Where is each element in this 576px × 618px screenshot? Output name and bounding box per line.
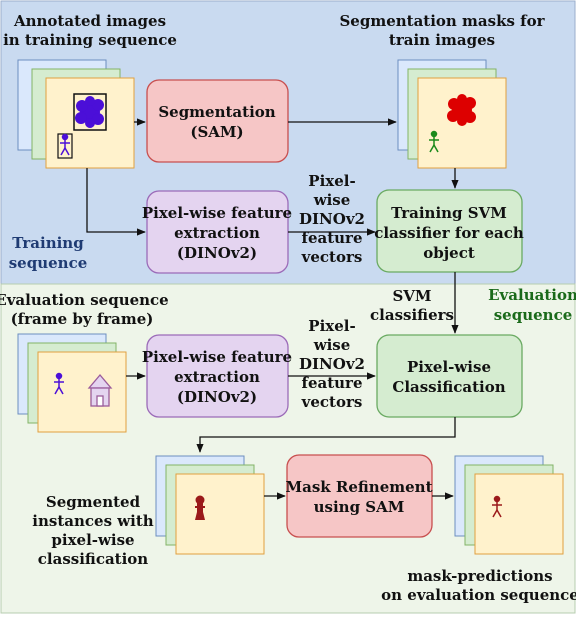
house-icon [87, 373, 113, 407]
training-sequence-label: Training sequence [9, 234, 88, 272]
text-line: Training SVM [391, 204, 507, 222]
text-line: (SAM) [190, 123, 243, 141]
stick-figure-icon [54, 372, 64, 395]
stick-figure-icon [429, 130, 439, 153]
text-line: Pixel- [308, 317, 355, 335]
mask-refinement-label: Mask Refinement using SAM [286, 478, 433, 516]
text-line: classifiers [370, 306, 454, 324]
text-line: Pixel-wise feature [142, 348, 292, 366]
text-line: Segmented [46, 493, 141, 511]
blob-icon [447, 94, 476, 126]
text-line: (frame by frame) [11, 310, 154, 328]
text-line: vectors [301, 248, 363, 266]
mask-predictions-stack [454, 455, 564, 555]
annotated-images-stack [17, 59, 135, 169]
text-line: extraction [174, 368, 260, 386]
text-line: feature [302, 229, 363, 247]
text-line: Segmentation [158, 103, 275, 121]
training-svm-label: Training SVM classifier for each object [374, 204, 524, 262]
arrow-images-to-features [86, 168, 146, 236]
stick-figure-icon [195, 495, 205, 520]
mask-refinement-node [286, 454, 433, 538]
bounding-box [73, 93, 107, 131]
text-line: DINOv2 [299, 210, 365, 228]
text-line: on evaluation sequence [381, 586, 576, 604]
segmentation-node-label: Segmentation (SAM) [158, 103, 275, 141]
segmentation-masks-stack [397, 59, 507, 169]
text-line: Pixel- [308, 172, 355, 190]
blob-icon [75, 96, 104, 128]
stick-figure-icon [492, 495, 502, 518]
text-line: Annotated images [13, 12, 166, 30]
text-line: sequence [9, 254, 88, 272]
pixel-classification-node [376, 334, 523, 418]
training-svm-node [376, 189, 523, 273]
text-line: SVM [392, 287, 431, 305]
segmentation-node [146, 79, 289, 163]
evaluation-sequence-label: Evaluation sequence [488, 286, 576, 324]
arrow-classification-to-instances [196, 417, 456, 453]
stick-figure-icon [60, 133, 70, 156]
text-line: Mask Refinement [286, 478, 433, 496]
text-line: DINOv2 [299, 355, 365, 373]
evaluation-frames-stack [17, 333, 127, 433]
text-line: train images [389, 31, 495, 49]
text-line: classifier for each [374, 224, 524, 242]
text-line: sequence [494, 306, 573, 324]
text-line: (DINOv2) [177, 244, 257, 262]
segmented-instances-stack [155, 455, 265, 555]
text-line: Pixel-wise [407, 358, 491, 376]
text-line: wise [313, 191, 351, 209]
text-line: (DINOv2) [177, 388, 257, 406]
text-line: Pixel-wise feature [142, 204, 292, 222]
text-line: Evaluation [488, 286, 576, 304]
text-line: Evaluation sequence [0, 291, 169, 309]
text-line: instances with [32, 512, 153, 530]
text-line: wise [313, 336, 351, 354]
text-line: object [423, 244, 475, 262]
text-line: Segmentation masks for [339, 12, 545, 30]
evaluation-frames-label: Evaluation sequence(frame by frame) [0, 291, 169, 328]
text-line: Classification [392, 378, 505, 396]
text-line: Training [12, 234, 84, 252]
feature-extraction-train-label: Pixel-wise feature extraction (DINOv2) [142, 204, 292, 262]
text-line: classification [38, 550, 149, 568]
text-line: using SAM [314, 498, 405, 516]
text-line: in training sequence [3, 31, 177, 49]
text-line: extraction [174, 224, 260, 242]
text-line: mask-predictions [407, 567, 552, 585]
text-line: feature [302, 374, 363, 392]
feature-extraction-eval-label: Pixel-wise feature extraction (DINOv2) [142, 348, 292, 406]
text-line: pixel-wise [51, 531, 134, 549]
text-line: vectors [301, 393, 363, 411]
